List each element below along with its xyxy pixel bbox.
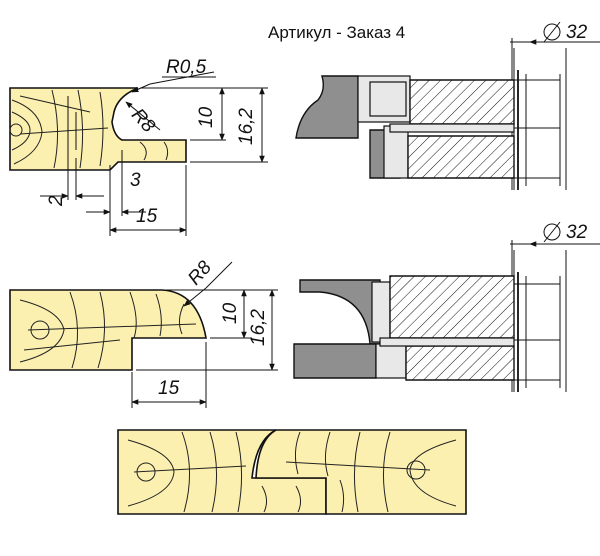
top-cutter-body-upper — [409, 79, 515, 125]
mid-radius-large-label: R8 — [184, 257, 216, 289]
top-dim-2-label: 2 — [46, 195, 67, 207]
top-dim-10-label: 10 — [196, 106, 217, 128]
mid-cutter-knife-lower — [293, 343, 377, 379]
top-dim-3-label: 3 — [130, 170, 141, 191]
top-dim-16-label: 16,2 — [236, 108, 257, 145]
mid-cutter-knife-upper — [299, 279, 381, 345]
top-profile-grain — [9, 89, 169, 169]
top-profile: R0,5 R8 10 16,2 2 3 15 — [9, 57, 268, 236]
top-radius-small-label: R0,5 — [166, 57, 207, 78]
joined-profile — [117, 429, 467, 515]
mid-profile: R8 10 16,2 15 — [9, 257, 278, 408]
mid-profile-grain — [19, 291, 197, 369]
mid-cutter-body-lower — [405, 345, 515, 381]
mid-profile-body — [9, 289, 207, 371]
mid-cutter-body-upper — [389, 275, 515, 339]
joined-grain — [127, 431, 457, 513]
mid-dim-15-label: 15 — [158, 378, 180, 399]
drawing-title: Артикул - Заказ 4 — [268, 23, 405, 42]
joined-right-piece — [255, 429, 467, 515]
mid-diameter-label: 32 — [566, 222, 588, 243]
top-dim-15-label: 15 — [136, 206, 158, 227]
mid-dim-10-label: 10 — [220, 302, 241, 324]
mid-cutter: 32 — [293, 221, 600, 392]
mid-dim-16-label: 16,2 — [248, 309, 269, 346]
top-cutter-knife — [295, 75, 359, 139]
top-cutter: 32 — [295, 21, 600, 190]
top-diameter-label: 32 — [566, 22, 588, 43]
mid-diameter-icon — [543, 223, 561, 241]
top-diameter-icon — [543, 23, 561, 41]
top-radius-large-label: R8 — [127, 105, 159, 137]
top-cutter-body-lower — [407, 135, 515, 179]
